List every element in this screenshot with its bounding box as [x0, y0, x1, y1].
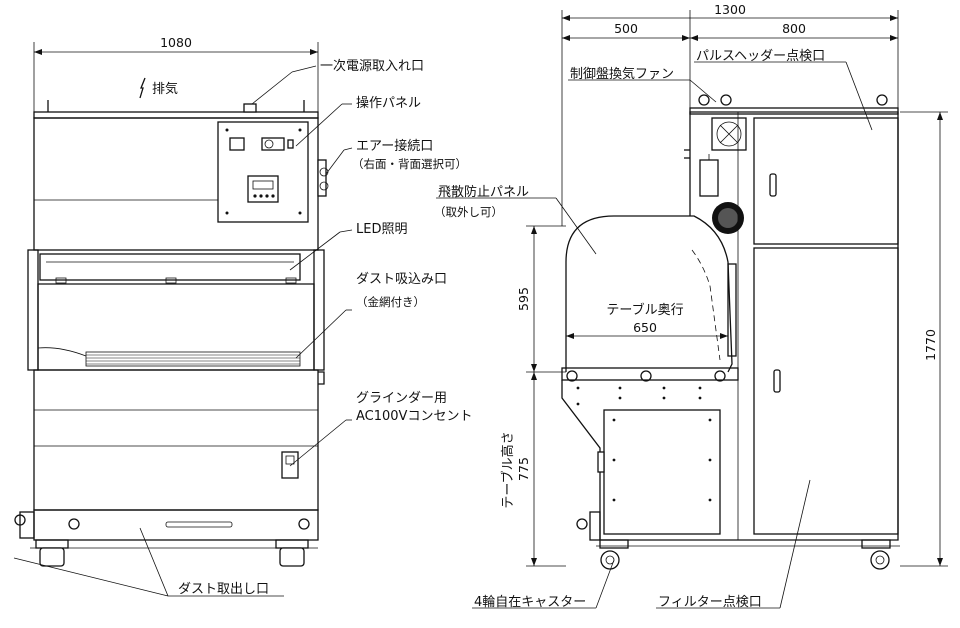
dust-intake-note: （金網付き）	[356, 295, 425, 309]
dust-intake-mesh	[85, 351, 301, 367]
front-width-dimension: 1080	[33, 35, 319, 112]
air-regulator	[699, 159, 719, 197]
cabinet-fan-label: 制御盤換気ファン	[570, 66, 674, 82]
hood-height-value: 595	[516, 287, 531, 311]
exhaust-label: 排気	[152, 81, 178, 97]
front-width-value: 1080	[160, 35, 192, 50]
air-connection-label: エアー接続口	[356, 138, 433, 154]
led-light-label: LED照明	[356, 222, 407, 237]
table-depth-label: テーブル奥行	[606, 302, 683, 318]
table-depth-value: 650	[633, 320, 657, 335]
table-height-label: テーブル高さ	[500, 431, 516, 508]
side-leaders	[436, 61, 873, 609]
side-body-outline	[561, 111, 899, 541]
pulse-header-port-label: パルスヘッダー点検口	[696, 49, 825, 64]
front-lower-cabinet	[33, 369, 319, 511]
filter-door	[753, 247, 899, 535]
splash-panel-label: 飛散防止パネル	[438, 184, 529, 200]
table-height-value: 775	[516, 457, 531, 481]
table-clamps	[566, 370, 726, 382]
side-casters	[599, 539, 891, 570]
splash-panel-note: （取外し可）	[434, 205, 503, 219]
left-dimensions: 595 775 テーブル高さ	[500, 225, 566, 567]
casters-label: 4輪自在キャスター	[474, 594, 586, 610]
side-depth-dimensions: 1300 500 800	[561, 2, 899, 226]
depth-a-value: 500	[614, 21, 638, 36]
front-view: 1080 排気	[13, 35, 472, 597]
power-inlet-fitting	[243, 103, 257, 113]
work-table	[561, 367, 739, 381]
exhaust-arrow-icon	[139, 77, 146, 99]
power-inlet-label: 一次電源取入れ口	[320, 58, 424, 74]
control-panel-label: 操作パネル	[356, 95, 421, 111]
front-casters	[30, 539, 318, 567]
pulse-header-door	[753, 117, 899, 245]
led-light-bar	[39, 253, 301, 281]
height-dimension: 1770	[900, 111, 948, 567]
cabinet-fan	[711, 117, 747, 151]
dust-intake-label: ダスト吸込み口	[356, 272, 447, 287]
dust-outlet-tray	[33, 509, 319, 541]
front-leaders	[13, 65, 353, 597]
side-view: 1300 500 800 1770 595 775 テーブル高さ	[434, 2, 948, 610]
dust-outlet-handle	[165, 521, 233, 528]
grinder-outlet-label-2: AC100Vコンセント	[356, 409, 472, 424]
control-panel-box	[217, 121, 309, 223]
dust-outlet-label: ダスト取出し口	[178, 582, 269, 597]
total-depth-value: 1300	[714, 2, 746, 17]
filter-port-label: フィルター点検口	[658, 595, 762, 610]
splash-panel	[565, 215, 733, 373]
height-total-value: 1770	[923, 329, 938, 361]
air-connection-note: （右面・背面選択可）	[352, 157, 467, 171]
side-lower-panel	[603, 409, 721, 535]
grinder-outlet-label-1: グラインダー用	[356, 391, 447, 406]
air-coupler	[317, 159, 329, 197]
depth-b-value: 800	[782, 21, 806, 36]
